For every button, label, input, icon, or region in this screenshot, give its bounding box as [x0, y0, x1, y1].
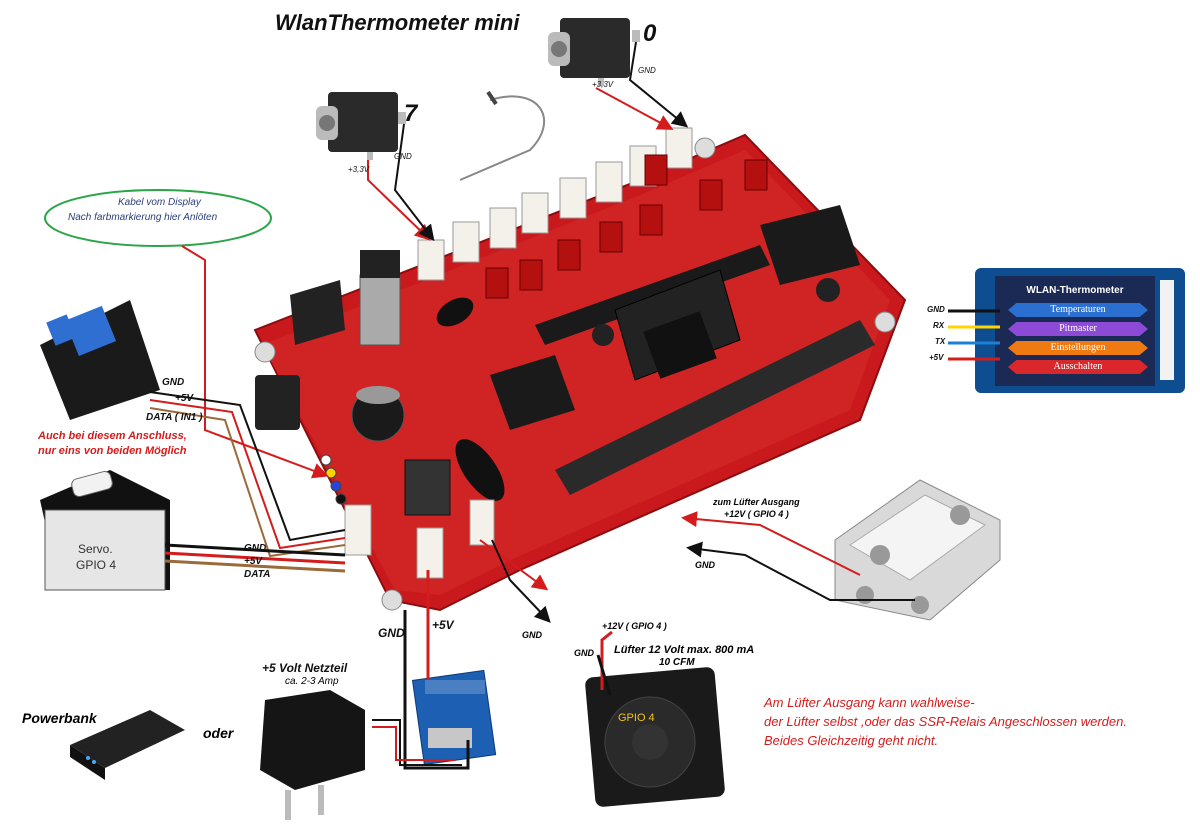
side-connectors: [320, 454, 495, 579]
jack-0-gnd: GND: [638, 66, 656, 75]
jack-0-number: 0: [643, 20, 657, 47]
usb-breakout: [411, 669, 497, 766]
relay-wires: [149, 391, 346, 558]
diagram-title: WlanThermometer mini: [275, 10, 520, 35]
relay-gnd-label: GND: [162, 377, 185, 388]
jack-7-vcc: +3,3V: [348, 165, 370, 174]
display-menu-einstellungen: Einstellungen: [1008, 341, 1148, 355]
mount-hole: [254, 341, 276, 363]
power-supply-line1: +5 Volt Netzteil: [262, 661, 348, 675]
servo-motor: [40, 470, 170, 591]
relay-note-line2: nur eins von beiden Möglich: [38, 445, 187, 457]
board-out-gnd: GND: [522, 630, 542, 640]
powerbank: [70, 710, 185, 780]
fan-gpio-label: GPIO 4: [618, 712, 655, 724]
ssr-label-line1: zum Lüfter Ausgang: [713, 497, 800, 507]
powerbank-label: Powerbank: [22, 710, 97, 726]
fan-vcc-label: +12V ( GPIO 4 ): [602, 621, 667, 631]
mount-hole: [381, 589, 403, 611]
mount-hole: [874, 311, 896, 333]
ssr-wires: [681, 511, 915, 601]
output-note-line2: der Lüfter selbst ,oder das SSR-Relais A…: [764, 714, 1127, 729]
ssr-relay: [834, 479, 1001, 621]
callout-ellipse: [44, 189, 272, 247]
display-menu-ausschalten: Ausschalten: [1008, 360, 1148, 374]
red-capacitors: [485, 154, 768, 299]
fan-spec-line2: 10 CFM: [659, 657, 695, 668]
ssr-label-line2: +12V ( GPIO 4 ): [724, 509, 789, 519]
usb-wires: [372, 570, 470, 770]
output-note-line3: Beides Gleichzeitig geht nicht.: [764, 733, 939, 748]
jack-0-vcc: +3,3V: [592, 80, 614, 89]
ssr-gnd-label: GND: [695, 560, 715, 570]
display-pin-tx: TX: [935, 337, 946, 346]
usb-gnd-label: GND: [378, 626, 405, 640]
temperature-probe: [459, 90, 546, 181]
servo-vcc-label: +5V: [244, 556, 263, 567]
jack-0-graphic: [548, 18, 640, 86]
power-supply-line2: ca. 2-3 Amp: [285, 676, 339, 687]
power-supply: [260, 690, 365, 820]
servo-wires: [164, 543, 346, 573]
oder-label: oder: [203, 725, 234, 741]
output-note-line1: Am Lüfter Ausgang kann wahlweise-: [764, 695, 975, 710]
display-pin-5v: +5V: [929, 353, 944, 362]
callout-line1: Kabel vom Display: [118, 197, 201, 208]
relay-note-line1: Auch bei diesem Anschluss,: [38, 430, 187, 442]
jack-7-graphic: [316, 92, 406, 160]
fan-gnd-label: GND: [574, 648, 594, 658]
mount-hole: [694, 137, 716, 159]
jack-wires: [367, 41, 689, 242]
display-menu-pitmaster: Pitmaster: [1008, 322, 1148, 336]
fan-output-wires: [479, 539, 613, 696]
servo-body-line2: GPIO 4: [76, 558, 117, 572]
ic-sockets: [290, 205, 875, 495]
display-pin-rx: RX: [933, 321, 945, 330]
callout-wire: [181, 245, 329, 479]
callout-line2: Nach farbmarkierung hier Anlöten: [68, 212, 218, 223]
fan: [585, 667, 725, 807]
fan-spec-line1: Lüfter 12 Volt max. 800 mA: [614, 644, 755, 656]
display-menu-temperaturen: Temperaturen: [1008, 303, 1148, 317]
servo-body-line1: Servo.: [78, 542, 113, 556]
display-wires: [948, 309, 1000, 361]
servo-data-label: DATA: [244, 569, 271, 580]
relay-module: [40, 300, 160, 420]
servo-gnd-label: GND: [244, 543, 267, 554]
jack-7-gnd: GND: [394, 152, 412, 161]
jack-7-number: 7: [404, 100, 418, 127]
usb-vcc-label: +5V: [432, 618, 454, 632]
display-pin-gnd: GND: [927, 305, 945, 314]
probe-connectors: [417, 127, 693, 281]
relay-data-label: DATA ( IN1 ): [146, 412, 203, 423]
display-title: WLAN-Thermometer: [1026, 285, 1124, 296]
output-note: Am Lüfter Ausgang kann wahlweise- der Lü…: [764, 693, 1200, 750]
relay-vcc-label: +5V: [175, 393, 194, 404]
voltage-regulator: [255, 250, 840, 516]
